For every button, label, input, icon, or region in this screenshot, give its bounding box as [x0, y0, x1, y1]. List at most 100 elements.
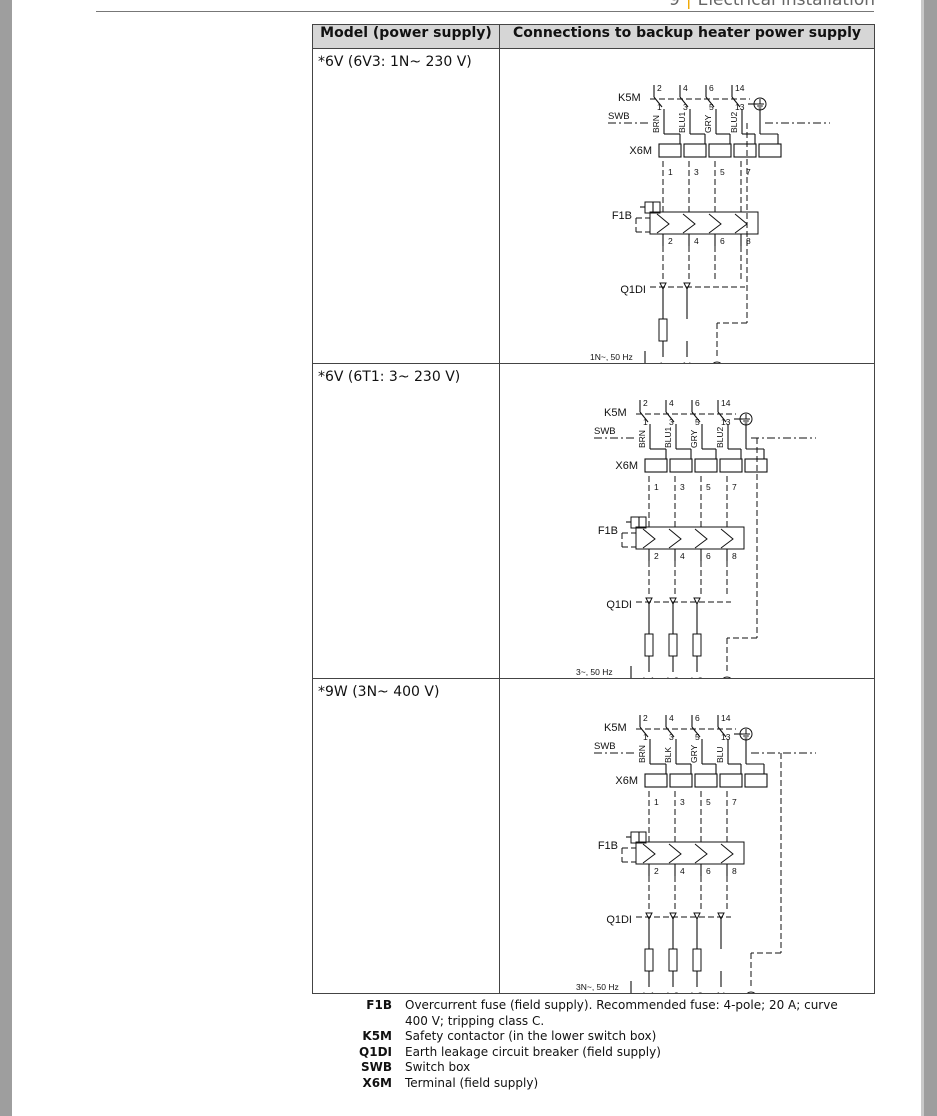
f1b-trip-symbol: [708, 213, 722, 234]
section-number: 9: [669, 0, 680, 10]
contact-bottom-number: 3: [683, 102, 688, 112]
contact-top-number: 2: [657, 83, 662, 93]
contact-bottom-number: 3: [669, 732, 674, 742]
x6m-terminal: [683, 143, 707, 158]
f1b-trip-symbol: [694, 843, 708, 864]
f1b-in-number: 7: [746, 167, 751, 177]
x6m-terminal: [708, 143, 732, 158]
wire-color-label: BLK: [663, 747, 673, 763]
contact-top-number: 14: [735, 83, 745, 93]
wire-color-label: BLU2: [729, 111, 739, 133]
k5m-label: K5M: [604, 407, 627, 419]
contact-top-number: 14: [721, 398, 731, 408]
f1b-out-number: 8: [732, 866, 737, 876]
contact-bottom-number: 3: [669, 417, 674, 427]
wire-color-label: BLU1: [663, 426, 673, 448]
q1di-contact: [693, 912, 701, 921]
f1b-out-number: 8: [746, 236, 751, 246]
wire-color-label: BRN: [651, 115, 661, 133]
x6m-terminal: [694, 773, 718, 788]
f1b-trip-symbol: [642, 528, 656, 549]
supply-fuse: [692, 948, 702, 972]
k5m-label: K5M: [618, 92, 641, 104]
wire-color-label: BRN: [637, 430, 647, 448]
supply-fuse: [668, 948, 678, 972]
q1di-contact: [669, 912, 677, 921]
f1b-trip-symbol: [694, 528, 708, 549]
right-margin-bar: [924, 0, 937, 1116]
wire-color-label: BLU: [715, 746, 725, 763]
x6m-terminal: [744, 458, 768, 473]
f1b-trip-symbol: [656, 213, 670, 234]
contact-top-number: 2: [643, 713, 648, 723]
f1b-trip-symbol: [720, 528, 734, 549]
supply-label-line2: 230 V AC: [590, 361, 626, 363]
x6m-terminal: [758, 143, 782, 158]
q1di-contact: [669, 597, 677, 606]
earth-icon: [746, 991, 756, 993]
supply-label-line2: 400 V AC: [576, 991, 612, 993]
model-cell: *6V (6T1: 3~ 230 V): [312, 363, 500, 679]
contact-top-number: 6: [709, 83, 714, 93]
contact-bottom-number: 5: [709, 102, 714, 112]
supply-terminal-label: L3: [690, 675, 704, 678]
supply-terminal-label: N: [717, 990, 726, 993]
header-rule: [96, 11, 874, 12]
q1di-label: Q1DI: [606, 599, 632, 611]
f1b-out-number: 4: [680, 866, 685, 876]
section-title: Electrical installation: [697, 0, 875, 10]
x6m-label: X6M: [629, 145, 652, 157]
wire-color-label: GRY: [689, 429, 699, 448]
legend-text: Overcurrent fuse (field supply). Recomme…: [405, 998, 838, 1028]
f1b-label: F1B: [612, 210, 632, 222]
f1b-out-number: 4: [680, 551, 685, 561]
supply-fuse: [658, 318, 668, 342]
wire-color-label: GRY: [703, 114, 713, 133]
f1b-in-number: 7: [732, 482, 737, 492]
f1b-in-number: 7: [732, 797, 737, 807]
f1b-label: F1B: [598, 525, 618, 537]
supply-terminal-label: L3: [690, 990, 704, 993]
x6m-terminal: [644, 458, 668, 473]
supply-label-line2: 230 V AC: [576, 676, 612, 678]
legend-text: Switch box: [405, 1060, 471, 1074]
swb-label: SWB: [594, 741, 616, 752]
contact-top-number: 4: [669, 713, 674, 723]
q1di-contact: [683, 282, 691, 291]
supply-label-line1: 1N~, 50 Hz: [590, 352, 633, 362]
contact-top-number: 4: [669, 398, 674, 408]
contact-bottom-number: 5: [695, 732, 700, 742]
q1di-contact: [717, 912, 725, 921]
f1b-out-number: 6: [706, 866, 711, 876]
wire-color-label: BLU2: [715, 426, 725, 448]
supply-terminal-label: L2: [666, 675, 680, 678]
f1b-out-number: 4: [694, 236, 699, 246]
contact-top-number: 14: [721, 713, 731, 723]
legend-key: SWB: [360, 1060, 392, 1074]
model-label: *9W (3N~ 400 V): [318, 684, 440, 700]
contact-bottom-number: 1: [643, 417, 648, 427]
contact-top-number: 4: [683, 83, 688, 93]
f1b-out-number: 8: [732, 551, 737, 561]
contact-bottom-number: 5: [695, 417, 700, 427]
x6m-terminal: [733, 143, 757, 158]
supply-fuse: [692, 633, 702, 657]
f1b-body: [649, 211, 759, 235]
page-header: 9|Electrical installation: [669, 0, 875, 10]
swb-label: SWB: [608, 111, 630, 122]
legend-key: F1B: [366, 998, 392, 1012]
x6m-terminal: [658, 143, 682, 158]
contact-top-number: 2: [643, 398, 648, 408]
f1b-body: [635, 526, 745, 550]
table-header-row: Model (power supply) Connections to back…: [312, 24, 875, 49]
x6m-terminal: [669, 458, 693, 473]
contact-bottom-number: 13: [735, 102, 745, 112]
